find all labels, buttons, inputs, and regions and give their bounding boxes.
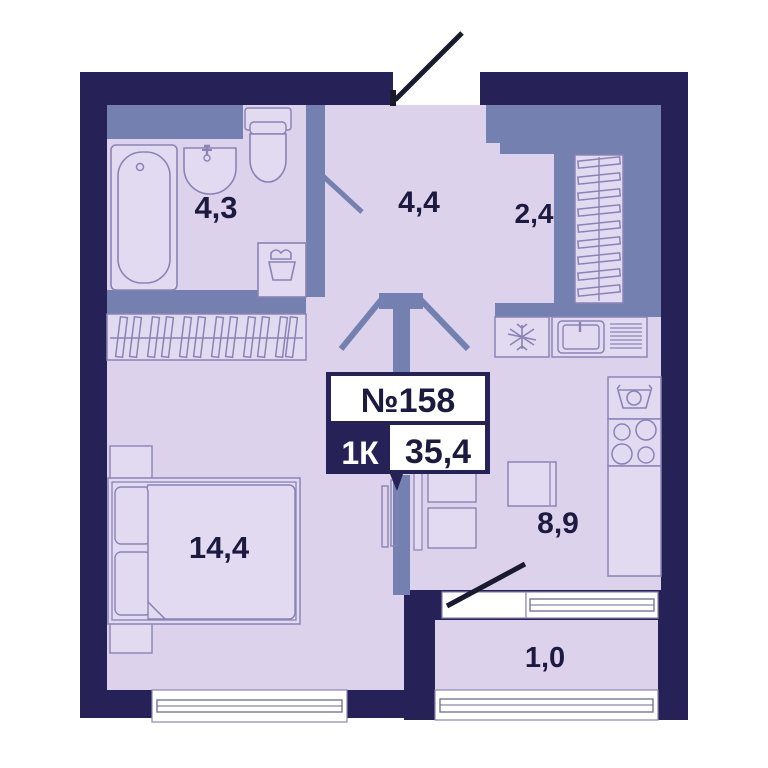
bathroom-fixtures bbox=[110, 107, 307, 298]
kitchen-fixtures bbox=[413, 316, 662, 577]
room-label-balcony: 1,0 bbox=[525, 642, 565, 674]
room-label-kitchen: 8,9 bbox=[537, 507, 579, 540]
toilet-icon bbox=[244, 107, 292, 183]
bathtub-icon bbox=[110, 144, 178, 291]
kitchen-sink-icon bbox=[551, 316, 648, 358]
stove-four-burner-icon bbox=[607, 418, 662, 467]
windows bbox=[151, 591, 659, 723]
sink-icon bbox=[183, 144, 237, 195]
room-label-bedroom: 14,4 bbox=[189, 530, 250, 565]
doors bbox=[309, 31, 527, 619]
balcony-door bbox=[441, 561, 527, 619]
bed-icon bbox=[107, 477, 301, 625]
room-label-bathroom: 4,3 bbox=[194, 190, 237, 225]
bathroom-door bbox=[309, 163, 364, 214]
apartment-number: №158 bbox=[361, 382, 456, 420]
washing-machine-bathroom-icon bbox=[257, 242, 307, 298]
apartment-area: 35,4 bbox=[405, 433, 471, 471]
balcony-window bbox=[525, 591, 659, 619]
room-area-labels: 4,3 4,4 2,4 14,4 8,9 1,0 bbox=[189, 186, 579, 674]
balcony-railing bbox=[434, 689, 659, 721]
hall-door-left bbox=[338, 298, 384, 351]
bedroom-furniture bbox=[107, 445, 301, 654]
entrance-door bbox=[390, 31, 464, 106]
bedroom-window bbox=[151, 689, 348, 723]
hall-door-right bbox=[418, 297, 471, 352]
room-label-storage: 2,4 bbox=[515, 198, 554, 229]
apartment-rooms: 1К bbox=[341, 435, 379, 471]
storage-hanging-rod-icon bbox=[574, 154, 624, 304]
wardrobe-hanging-clothes-icon bbox=[106, 313, 307, 361]
apartment-info-badge: №158 1К 35,4 bbox=[326, 372, 490, 491]
dining-table-icon bbox=[507, 461, 557, 507]
refrigerator-icon bbox=[494, 316, 550, 358]
room-label-hall: 4,4 bbox=[398, 186, 440, 219]
washing-machine-kitchen-icon bbox=[607, 376, 662, 420]
